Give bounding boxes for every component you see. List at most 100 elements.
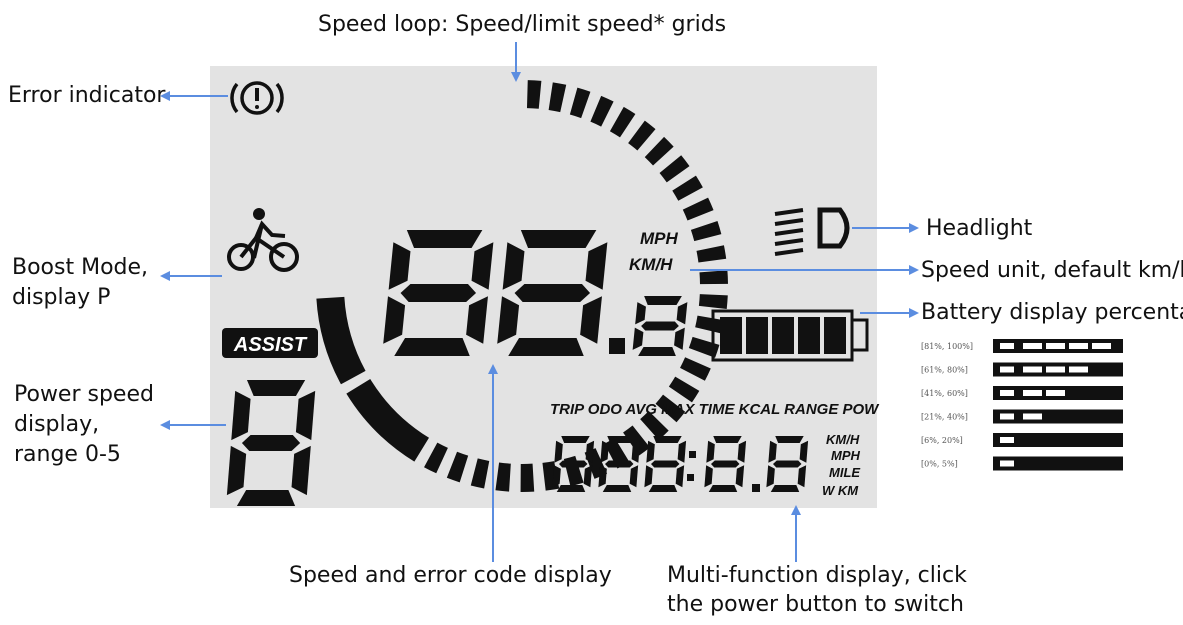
legend-range-label: [6%, 20%]	[921, 436, 963, 445]
label-battery: Battery display percentage	[921, 300, 1183, 325]
legend-cell	[1000, 390, 1014, 396]
label-error-indicator: Error indicator	[8, 83, 166, 108]
label-headlight: Headlight	[926, 216, 1033, 241]
legend-battery-bar	[993, 409, 1123, 424]
digit-segment	[583, 465, 593, 488]
speed-grid-segment	[495, 462, 511, 492]
pointer-arrows	[160, 42, 919, 562]
speed-grid-segment	[470, 458, 490, 489]
unit-wkm: W KM	[822, 483, 859, 498]
speed-grid-segment	[698, 294, 728, 309]
digit-segment	[773, 460, 802, 468]
legend-cell	[1046, 343, 1065, 349]
digit-segment	[641, 321, 679, 331]
speed-grid-segment	[623, 425, 650, 456]
digit-segment	[291, 445, 311, 496]
legend-cell	[1046, 390, 1065, 396]
digit-segment	[497, 296, 520, 344]
digit-segment	[644, 296, 682, 305]
speed-grid-segment	[590, 95, 614, 127]
digit-segment	[735, 465, 745, 488]
digit-segment	[646, 440, 655, 463]
legend-cell	[1023, 390, 1042, 396]
digit-segment	[706, 440, 715, 463]
speed-grid-segment	[424, 442, 448, 474]
kmh-label: KM/H	[629, 255, 673, 274]
speed-grid-segment	[644, 136, 674, 166]
unit-mile: MILE	[829, 465, 860, 480]
digit-segment	[674, 327, 685, 350]
label-power-speed-3: range 0-5	[14, 442, 121, 467]
speed-grid-segment	[569, 87, 591, 119]
speed-grid-segment	[699, 270, 728, 285]
unit-kmh: KM/H	[826, 432, 860, 447]
speed-grid-segment	[672, 175, 703, 201]
battery-legend: [81%, 100%][61%, 80%][41%, 60%][21%, 40%…	[921, 339, 1123, 471]
legend-range-label: [41%, 60%]	[921, 389, 968, 398]
speed-grid-segment	[640, 410, 669, 441]
digit-segment	[713, 436, 742, 443]
speed-digits	[383, 230, 688, 356]
speed-grid-segment	[668, 376, 700, 403]
bicycle-icon	[227, 208, 299, 272]
digit-segment	[768, 440, 777, 463]
mph-label: MPH	[640, 229, 679, 248]
digit-segment	[559, 460, 588, 468]
legend-range-label: [61%, 80%]	[921, 366, 968, 375]
digit-segment	[797, 465, 807, 488]
digit-segment	[508, 338, 584, 356]
legend-battery-bar	[993, 433, 1123, 447]
multi-function-digits	[552, 436, 809, 492]
legend-range-label: [81%, 100%]	[921, 342, 973, 351]
colon-dot	[689, 451, 696, 458]
legend-battery-bar	[993, 456, 1123, 471]
digit-segment	[580, 296, 602, 344]
digit-segment	[520, 230, 597, 248]
digit-segment	[400, 284, 477, 302]
digit-segment	[629, 465, 639, 488]
digit-segment	[554, 440, 563, 463]
digit-segment	[638, 347, 676, 356]
speed-grid-segment	[695, 315, 726, 334]
digit-segment	[406, 230, 483, 248]
speed-grid-segment	[690, 220, 722, 242]
legend-cell	[1092, 343, 1111, 349]
digit-segment	[775, 436, 804, 443]
digit-segment	[607, 436, 636, 443]
legend-cell	[1046, 366, 1065, 373]
digit-segment	[466, 296, 488, 344]
speed-grid-segment	[316, 296, 366, 385]
label-boost-mode-2: display P	[12, 285, 111, 310]
digit-segment	[651, 460, 680, 468]
speed-grid-segment	[346, 379, 429, 462]
digit-segment	[711, 460, 740, 468]
speed-grid-segment	[563, 455, 584, 487]
digit-segment	[231, 390, 251, 441]
legend-cell	[1000, 437, 1014, 443]
legend-cell	[1023, 366, 1042, 373]
digit-segment	[602, 485, 632, 492]
digit-segment	[561, 436, 590, 443]
battery-icon	[711, 309, 869, 362]
speed-grid-segment	[628, 120, 656, 151]
speed-grid-segment	[548, 82, 567, 113]
speed-grid-segment	[696, 245, 727, 263]
digit-segment	[799, 440, 809, 463]
digit-segment	[708, 485, 738, 492]
digit-segment	[675, 465, 685, 488]
speed-grid-segment	[659, 155, 690, 183]
label-speed-loop: Speed loop: Speed/limit speed* grids	[318, 12, 727, 37]
legend-cell	[1000, 343, 1014, 349]
legend-range-label: [0%, 5%]	[921, 460, 958, 469]
mode-labels: TRIP ODO AVG MAX TIME KCAL RANGE POW	[550, 401, 880, 418]
speed-grid-segment	[682, 197, 714, 221]
legend-cell	[1069, 343, 1088, 349]
legend-cell	[1023, 343, 1042, 349]
speed-grid-segment	[680, 357, 711, 381]
label-speed-error: Speed and error code display	[289, 563, 612, 588]
unit-mph: MPH	[831, 448, 861, 463]
digit-segment	[388, 242, 411, 290]
digit-segment	[648, 485, 678, 492]
legend-cell	[1069, 366, 1088, 373]
